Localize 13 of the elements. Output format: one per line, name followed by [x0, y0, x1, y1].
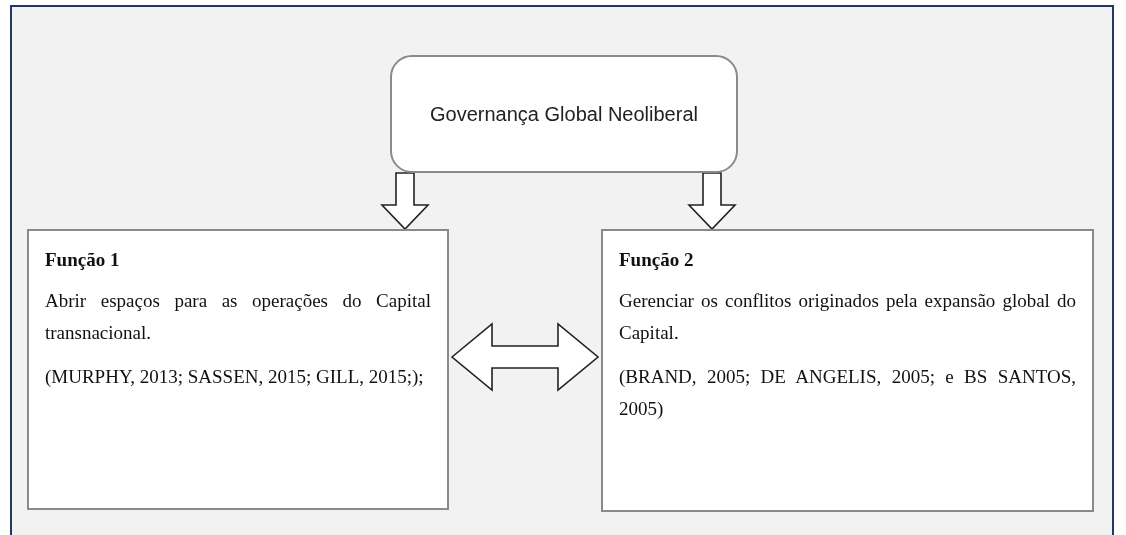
function-description: Gerenciar os conflitos originados pela expansão global do Capital. [619, 289, 1076, 345]
block-arrow [687, 172, 737, 231]
references-text: (BRAND, 2005; DE ANGELIS, 2005; e BS SANTOS, 2005) [619, 365, 1076, 421]
block-arrow [380, 172, 430, 231]
function-description: Abrir espaços para as operações do Capital transnacional. [45, 289, 431, 345]
block-arrow [450, 322, 600, 392]
rounded-box [390, 55, 738, 173]
function-heading: Função 1 [45, 248, 121, 272]
function-box [601, 229, 1094, 512]
references-text: (MURPHY, 2013; SASSEN, 2015; GILL, 2015;); [45, 365, 425, 389]
box-title: Governança Global Neoliberal [430, 102, 698, 127]
function-box [27, 229, 449, 510]
function-heading: Função 2 [619, 248, 695, 272]
